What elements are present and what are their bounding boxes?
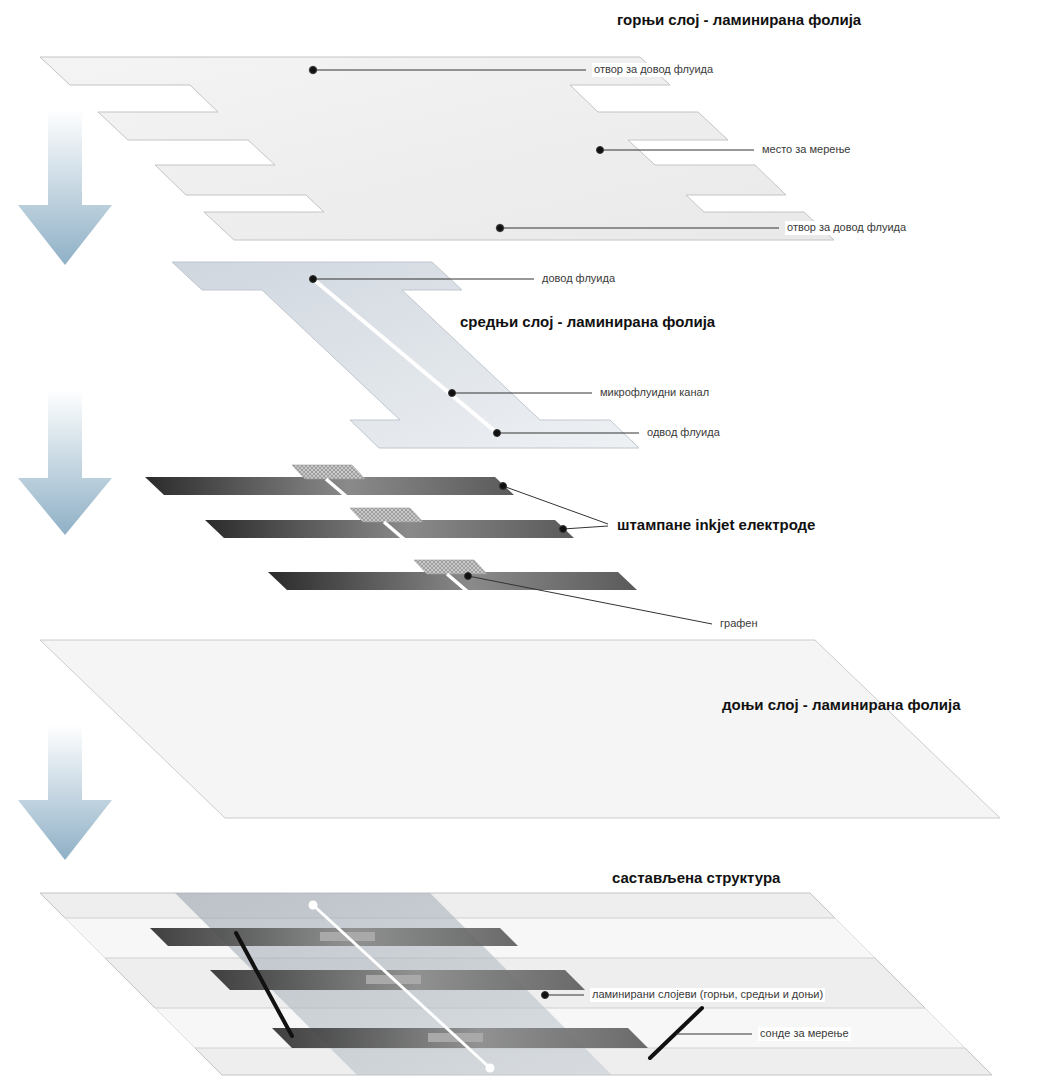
leader-dot bbox=[310, 67, 317, 74]
leader-line bbox=[600, 150, 754, 151]
middle-foil bbox=[172, 262, 639, 448]
leader-line bbox=[313, 279, 534, 280]
layer-heading: доњи слој - ламинирана фолија bbox=[720, 696, 963, 714]
leader-line bbox=[676, 1034, 752, 1035]
leader-line bbox=[497, 433, 639, 434]
graphene-patch bbox=[350, 508, 423, 522]
step-arrows bbox=[18, 110, 112, 860]
leader-line bbox=[313, 70, 586, 71]
leader-line bbox=[545, 995, 584, 996]
layer-heading: састављена структура bbox=[610, 869, 782, 887]
part-label: ламинирани слојеви (горњи, средњи и доњи… bbox=[590, 988, 825, 1001]
graphene-patch bbox=[292, 465, 365, 479]
layer-heading: средњи слој - ламинирана фолија bbox=[458, 313, 717, 331]
part-label: довод флуида bbox=[540, 272, 617, 285]
part-label: микрофлуидни канал bbox=[598, 386, 711, 399]
outlet-hole bbox=[496, 224, 504, 232]
microfluidic-channel bbox=[313, 279, 497, 433]
part-label: сонде за мерење bbox=[758, 1027, 851, 1040]
inlet-hole bbox=[309, 901, 318, 910]
outlet-hole bbox=[486, 1064, 495, 1073]
leader-dot bbox=[560, 526, 567, 533]
top-foil bbox=[40, 57, 834, 240]
step-arrow bbox=[18, 725, 112, 860]
leader-line bbox=[500, 228, 779, 229]
inlet-hole bbox=[309, 66, 317, 74]
part-label: место за мерење bbox=[760, 143, 852, 156]
leader-dot bbox=[449, 390, 456, 397]
part-label: отвор за довод флуида bbox=[785, 221, 908, 234]
step-arrow bbox=[18, 390, 112, 535]
foil-band bbox=[155, 1008, 965, 1048]
leader-line bbox=[452, 393, 592, 394]
graphene-patch bbox=[414, 560, 487, 574]
channel-gap bbox=[384, 522, 405, 540]
leader-dot bbox=[465, 573, 472, 580]
layer-heading: штампане inkjet електроде bbox=[615, 516, 817, 534]
leader-dot bbox=[494, 430, 501, 437]
leader-dot bbox=[310, 276, 317, 283]
microfluidic-channel bbox=[313, 905, 490, 1068]
bottom-foil bbox=[40, 640, 1000, 818]
top-layer bbox=[40, 57, 834, 240]
leader-line bbox=[563, 526, 608, 529]
assembled-structure bbox=[40, 893, 992, 1075]
part-label: одвод флуида bbox=[645, 426, 722, 439]
part-label: отвор за довод флуида bbox=[592, 63, 715, 76]
leader-dot bbox=[497, 225, 504, 232]
middle-layer bbox=[172, 262, 639, 448]
probe bbox=[236, 933, 292, 1036]
leader-line bbox=[503, 486, 608, 524]
layer-heading: горњи слој - ламинирана фолија bbox=[615, 11, 863, 29]
leader-lines bbox=[310, 67, 780, 1035]
leader-dot bbox=[597, 147, 604, 154]
part-label: графен bbox=[718, 617, 760, 630]
step-arrow bbox=[18, 110, 112, 265]
leader-dot bbox=[500, 483, 507, 490]
leader-dot bbox=[542, 992, 549, 999]
electrodes bbox=[145, 465, 637, 592]
electrode-strip bbox=[272, 1028, 648, 1048]
leader-line bbox=[468, 576, 712, 624]
probe bbox=[650, 1008, 702, 1058]
electrode-strip bbox=[150, 928, 518, 946]
channel-gap bbox=[326, 479, 347, 497]
assembled-plate bbox=[40, 893, 992, 1075]
